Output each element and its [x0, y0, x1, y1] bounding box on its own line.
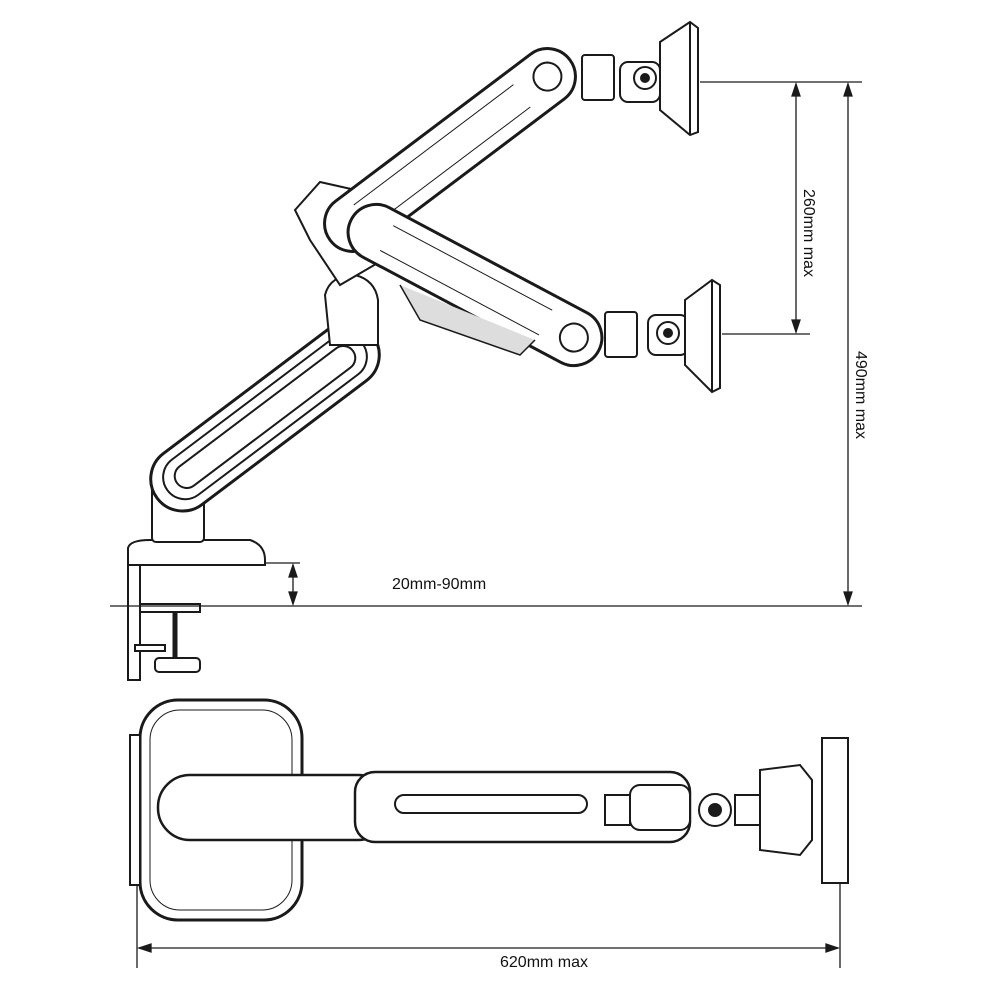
base-plate — [127, 539, 266, 566]
upper-tilt-head — [581, 20, 699, 137]
elbow-joint — [323, 273, 379, 346]
arm-slot — [394, 794, 588, 814]
side-view — [127, 20, 721, 681]
top-view — [129, 698, 849, 922]
desk-thickness-label: 20mm-90mm — [392, 576, 487, 593]
lower-tilt-head — [604, 278, 721, 394]
upper-arm — [323, 47, 577, 253]
monitor-height-range-label: 260mm max — [800, 188, 817, 278]
max-reach-label: 620mm max — [500, 954, 589, 971]
desk-clamp — [127, 559, 201, 681]
lower-arm — [346, 202, 604, 368]
total-height-label: 490mm max — [852, 350, 869, 440]
vesa-plate-top — [821, 737, 849, 884]
